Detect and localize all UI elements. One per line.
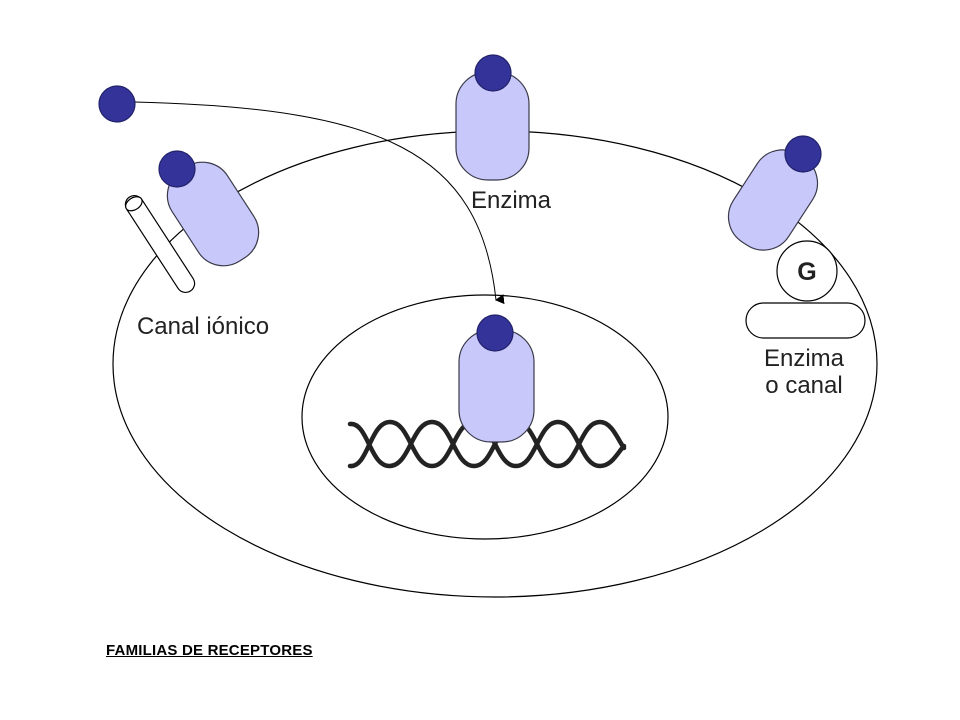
nuclear-receptor-ligand <box>476 314 514 352</box>
diagram-caption: FAMILIAS DE RECEPTORES <box>106 642 313 659</box>
enzyme-or-channel-label-line2: o canal <box>765 372 842 399</box>
ion-channel-ligand <box>158 150 196 188</box>
g-protein-label: G <box>797 258 816 286</box>
enzyme-ligand-top <box>474 54 512 92</box>
ligand-path-arrow <box>133 101 505 305</box>
ion-channel-cylinder <box>124 194 196 294</box>
enzyme-or-channel-label-line1: Enzima <box>764 345 845 372</box>
nuclear-receptor <box>458 314 535 443</box>
ion-channel-label: Canal iónico <box>137 313 269 340</box>
enzyme-top-label: Enzima <box>471 187 552 214</box>
g-protein <box>776 240 838 302</box>
enzyme-receptor-top <box>455 54 530 181</box>
free-ligand <box>98 85 136 123</box>
effector-capsule <box>745 302 866 339</box>
g-protein-receptor <box>727 135 822 251</box>
g-protein-receptor-ligand <box>784 135 822 173</box>
nucleus <box>301 294 669 540</box>
ion-channel-receptor <box>158 150 260 267</box>
